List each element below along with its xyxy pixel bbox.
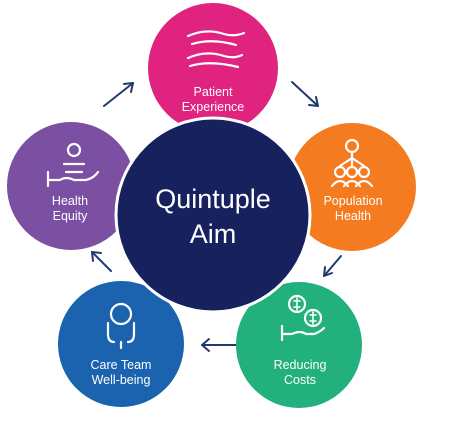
node-population-health: Population Health [288,123,416,251]
health-equity-label-line2: Equity [53,209,88,223]
hand-person-icon [46,142,100,188]
reducing-costs-label-line2: Costs [284,373,316,387]
arrow-population-to-costs [323,255,342,277]
arrow-carewellbeing-to-equity [91,251,112,272]
patient-experience-label-line1: Patient [194,85,233,99]
population-health-label-line1: Population [323,194,382,208]
node-reducing-costs: Reducing Costs [236,282,362,408]
arrow-experience-to-population [291,81,319,107]
health-equity-circle [7,122,135,250]
center-node: Quintuple Aim [114,116,312,314]
center-circle [114,116,312,314]
population-health-circle [288,123,416,251]
care-team-wellbeing-label-line2: Well-being [92,373,151,387]
population-health-label-line2: Health [335,209,371,223]
hands-icon [186,30,246,69]
people-network-icon [330,138,374,188]
center-title-line1: Quintuple [155,184,271,214]
health-equity-label-line1: Health [52,194,88,208]
node-patient-experience: Patient Experience [148,3,278,133]
center-title-line2: Aim [190,219,237,249]
arrow-equity-to-experience [103,82,134,107]
care-team-wellbeing-label-line1: Care Team [91,358,152,372]
patient-experience-circle [148,3,278,133]
arrow-costs-to-carewellbeing [201,338,241,352]
node-health-equity: Health Equity [7,122,135,250]
hand-coins-icon [280,294,326,342]
reducing-costs-label-line1: Reducing [274,358,327,372]
stethoscope-icon [106,302,136,350]
node-care-team-wellbeing: Care Team Well-being [58,281,184,407]
patient-experience-label-line2: Experience [182,100,245,114]
reducing-costs-circle [236,282,362,408]
